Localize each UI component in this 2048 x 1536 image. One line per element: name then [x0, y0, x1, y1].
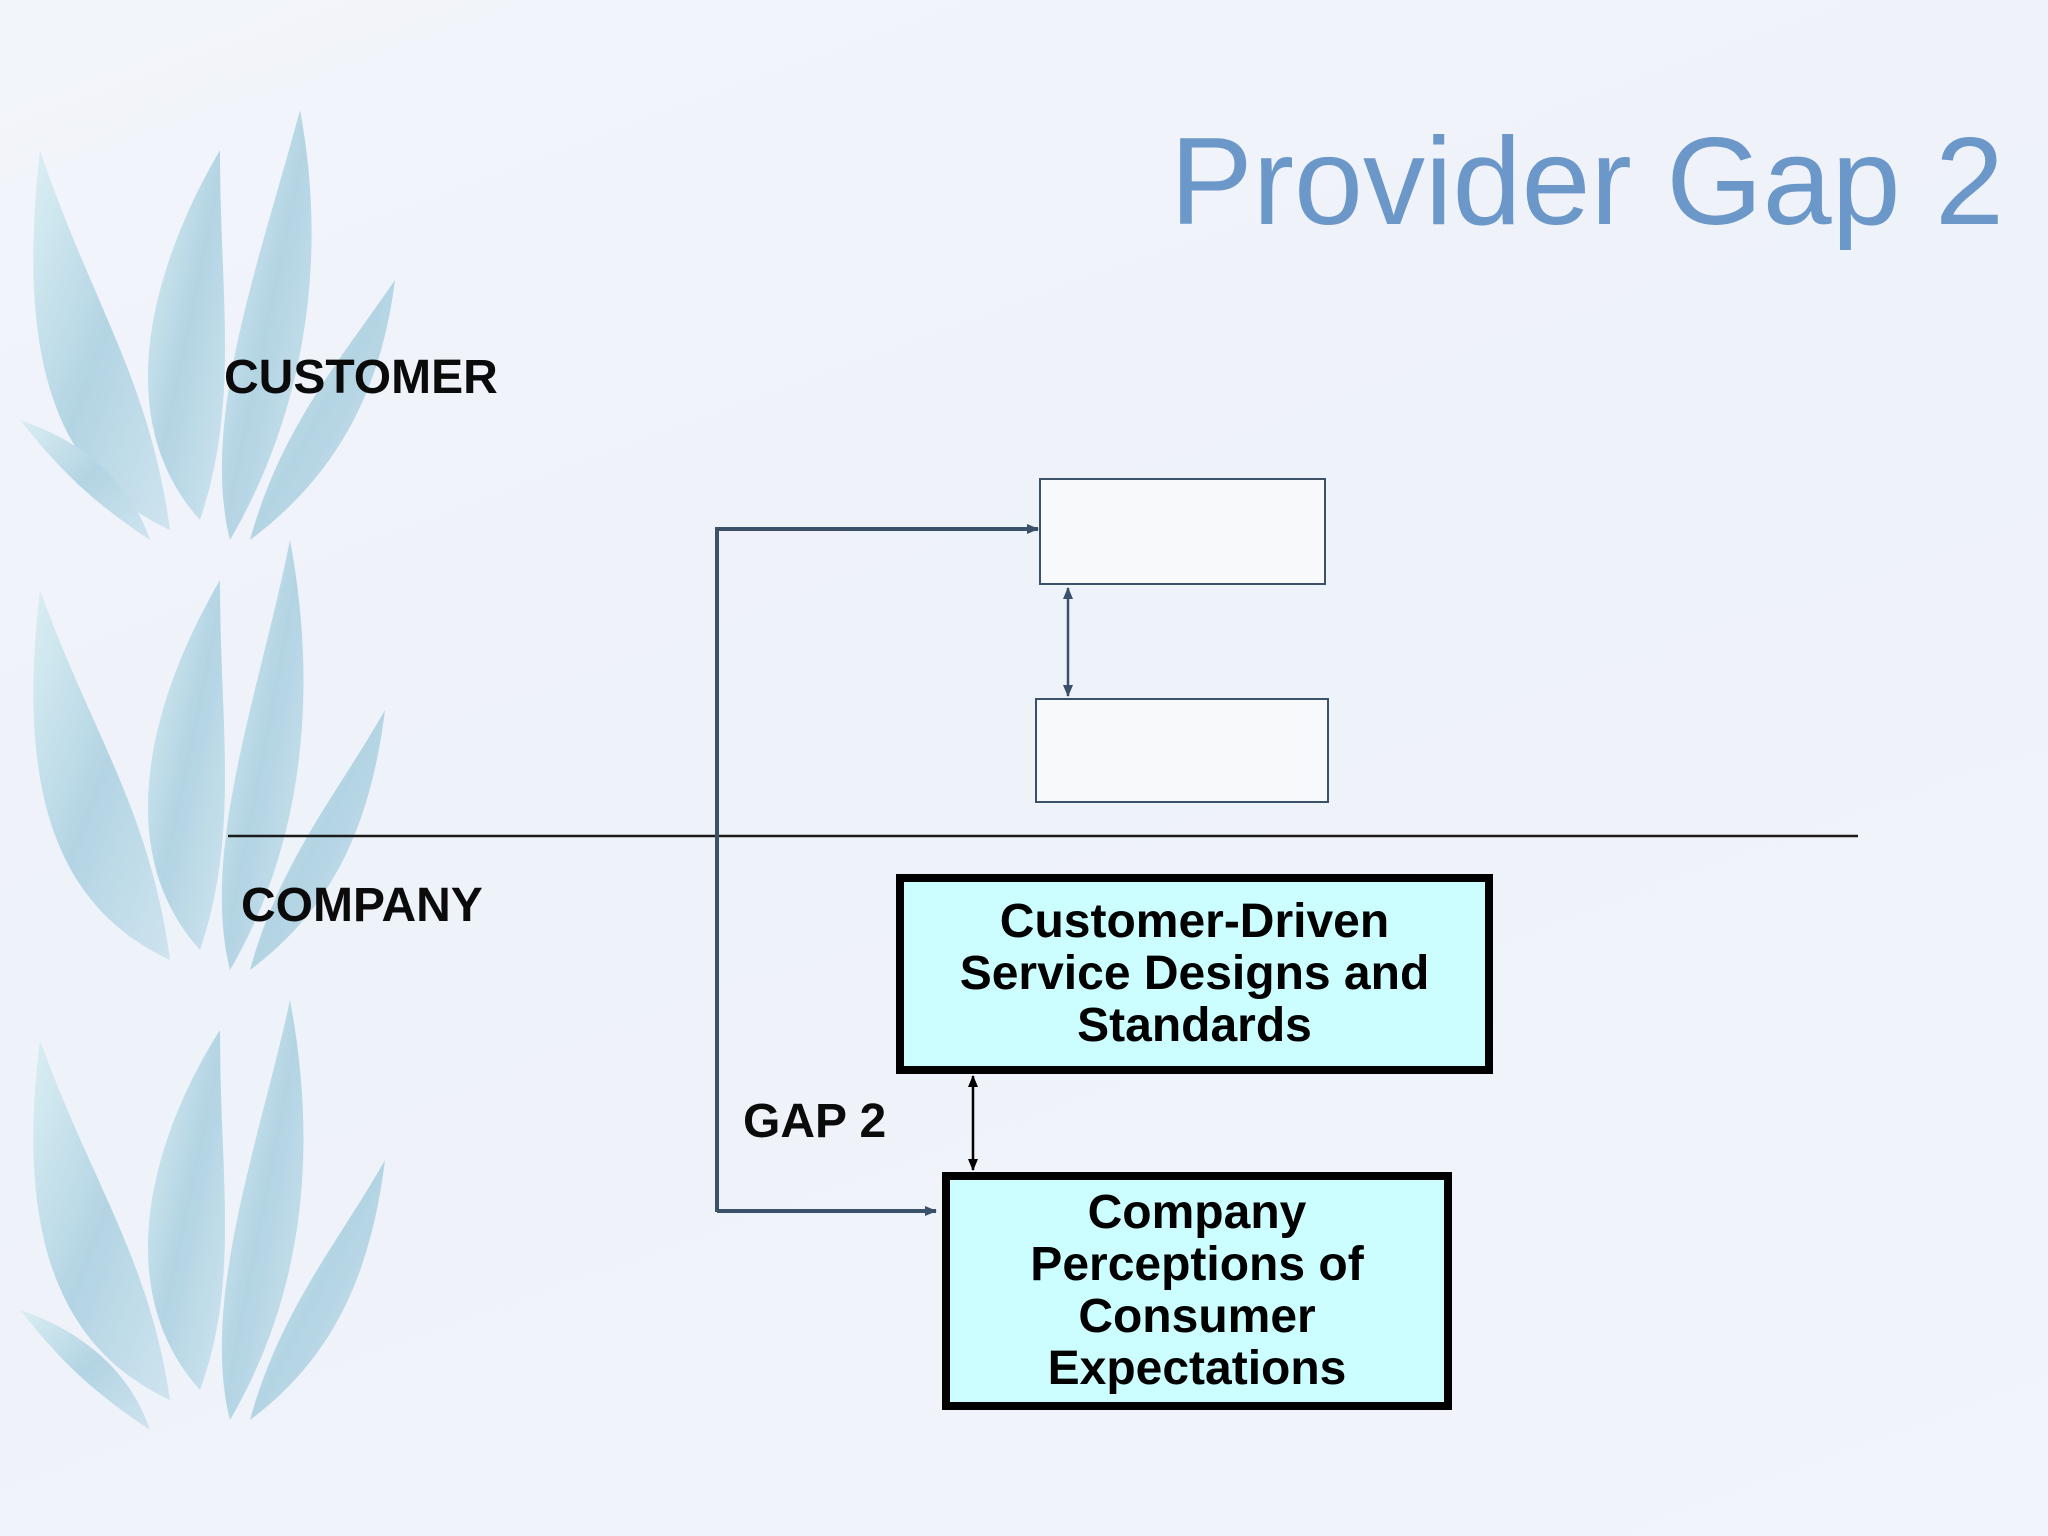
standards-line-2: Service Designs and	[959, 947, 1430, 1000]
gap-2-label: GAP 2	[743, 1095, 887, 1148]
slide-title: Provider Gap 2	[1170, 113, 2004, 251]
standards-line-3: Standards	[1077, 999, 1312, 1052]
perceptions-line-1: Company	[1087, 1186, 1307, 1239]
company-region-label: COMPANY	[241, 879, 483, 932]
company-perceptions-box: Company Perceptions of Consumer Expectat…	[942, 1172, 1452, 1410]
lower-empty-box	[1035, 698, 1329, 803]
perceptions-line-2: Perceptions of	[1030, 1238, 1364, 1291]
upper-empty-box	[1039, 478, 1326, 585]
perceptions-line-4: Expectations	[1047, 1342, 1347, 1395]
standards-line-1: Customer-Driven	[999, 895, 1390, 948]
customer-region-label: CUSTOMER	[224, 351, 498, 404]
perceptions-line-3: Consumer	[1078, 1290, 1316, 1343]
service-standards-box: Customer-Driven Service Designs and Stan…	[896, 874, 1493, 1074]
leaf-watermark	[20, 110, 395, 1430]
